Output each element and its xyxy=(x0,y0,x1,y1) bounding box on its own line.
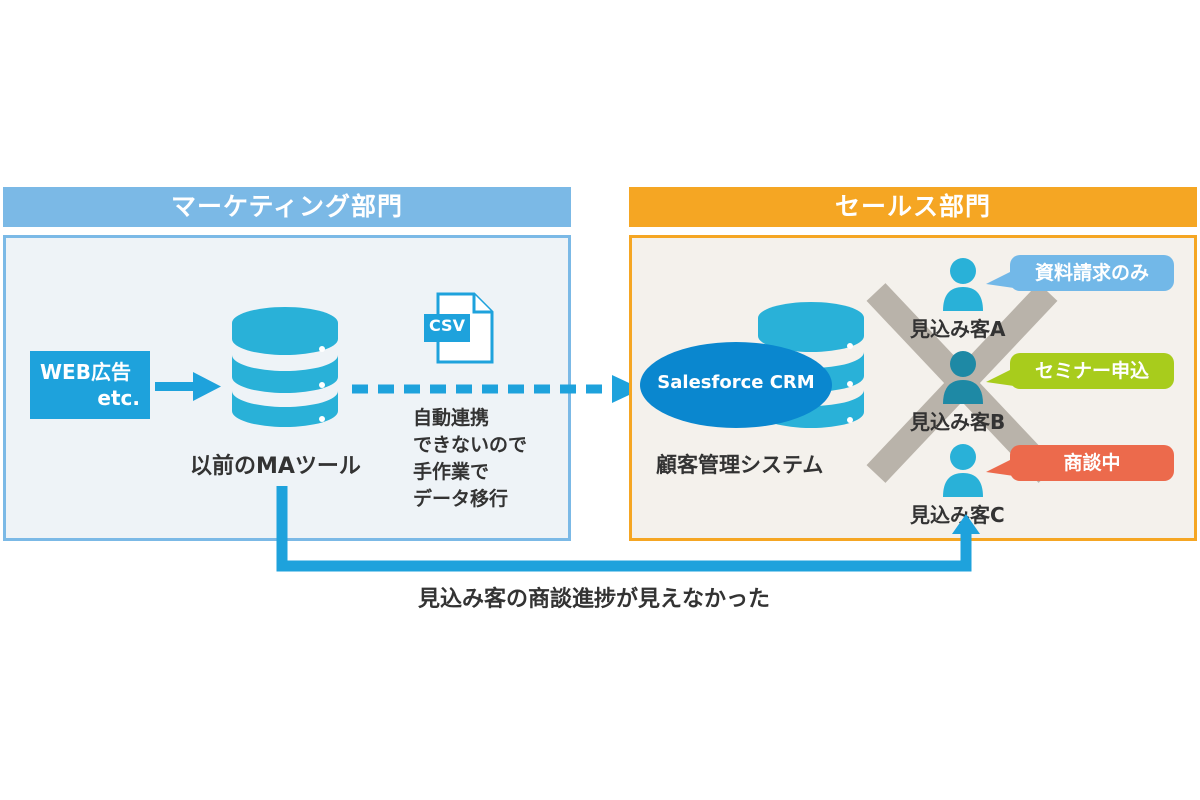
speech-tail-icon xyxy=(986,368,1014,386)
speech-tail-icon xyxy=(986,270,1014,288)
web-ad-box: WEB広告 etc. xyxy=(30,351,150,419)
status-bubble-b: セミナー申込 xyxy=(1010,353,1174,389)
salesforce-crm-label: Salesforce CRM xyxy=(657,372,815,393)
progress-visibility-arrow xyxy=(276,486,980,572)
person-icon xyxy=(943,444,983,497)
prospect-b-label: 見込み客B xyxy=(910,410,1006,434)
bottom-caption: 見込み客の商談進捗が見えなかった xyxy=(418,587,771,612)
transfer-note-line: できないので xyxy=(413,434,528,456)
status-bubble-c: 商談中 xyxy=(1010,445,1174,481)
person-icon xyxy=(943,258,983,311)
web-ad-etc-label: etc. xyxy=(97,386,140,410)
transfer-note-line: データ移行 xyxy=(413,488,509,510)
prospect-c-label: 見込み客C xyxy=(910,503,1005,527)
speech-tail-icon xyxy=(986,458,1014,476)
ma-tool-label: 以前のMAツール xyxy=(190,454,361,479)
status-bubble-a: 資料請求のみ xyxy=(1010,255,1174,291)
csv-file-icon xyxy=(424,292,494,364)
transfer-note-line: 手作業で xyxy=(413,461,490,483)
ma-database-icon xyxy=(232,307,338,427)
csv-label: CSV xyxy=(429,316,465,335)
customer-system-label: 顧客管理システム xyxy=(656,453,824,477)
person-icon xyxy=(943,351,983,404)
salesforce-crm-oval xyxy=(640,342,832,428)
manual-transfer-arrow xyxy=(352,375,642,403)
marketing-header: マーケティング部門 xyxy=(3,187,571,227)
web-to-ma-arrow xyxy=(155,372,221,401)
web-ad-label: WEB広告 xyxy=(40,360,131,384)
transfer-note: 自動連携 できないので 手作業で データ移行 xyxy=(413,405,527,513)
prospect-a-label: 見込み客A xyxy=(910,317,1006,341)
sales-header: セールス部門 xyxy=(629,187,1197,227)
transfer-note-line: 自動連携 xyxy=(413,407,490,429)
